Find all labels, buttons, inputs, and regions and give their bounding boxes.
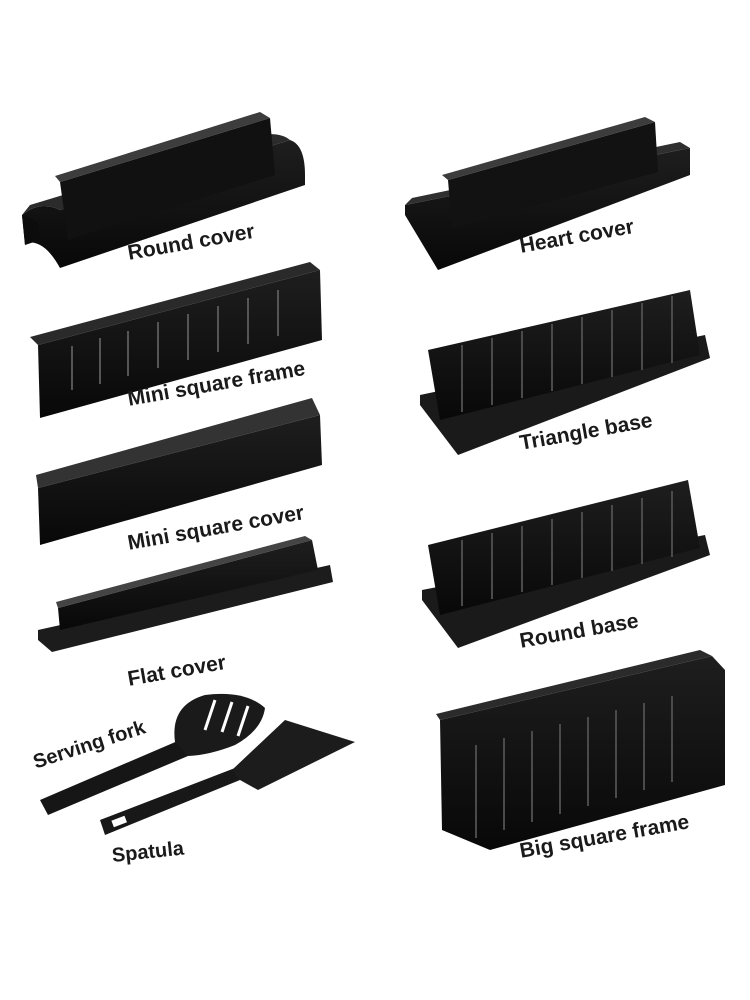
triangle-base-part (420, 290, 710, 455)
spatula-part (100, 720, 355, 835)
round-base-part (422, 480, 710, 648)
mini-square-cover-part (36, 398, 322, 545)
big-square-frame-part (436, 650, 725, 850)
mini-square-frame-part (30, 262, 322, 418)
heart-cover-part (405, 117, 690, 270)
flat-cover-part (38, 536, 333, 652)
serving-fork-part (40, 693, 265, 815)
round-cover-part (22, 112, 305, 268)
